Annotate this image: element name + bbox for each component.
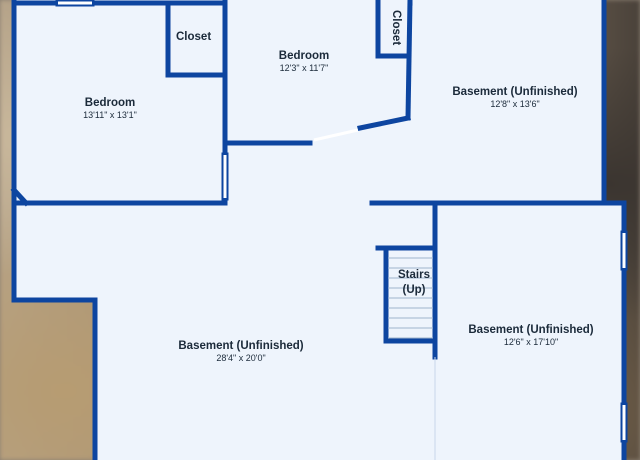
room-name: Bedroom <box>278 50 330 62</box>
room-basement-top-right: Basement (Unfinished) 12'8" x 13'6" <box>452 85 577 110</box>
room-dimensions: 13'11" x 13'1" <box>83 110 137 120</box>
stairs-label-line2: (Up) <box>402 284 426 296</box>
room-basement-bottom-right: Basement (Unfinished) 12'6" x 17'10" <box>468 323 593 348</box>
floor-areas <box>14 0 624 460</box>
walls <box>10 0 627 460</box>
room-bedroom-middle: Bedroom 12'3" x 11'7" <box>279 49 329 74</box>
room-name: Basement (Unfinished) <box>452 86 578 98</box>
closet-top-label: Closet <box>390 10 402 46</box>
room-name: Basement (Unfinished) <box>178 340 304 352</box>
room-basement-main: Basement (Unfinished) 28'4" x 20'0" <box>178 339 303 364</box>
room-dimensions: 12'8" x 13'6" <box>490 99 540 109</box>
stair-treads <box>388 257 433 339</box>
room-bedroom-left: Bedroom 13'11" x 13'1" <box>83 96 137 121</box>
room-name: Bedroom <box>84 97 136 109</box>
stairs-label-line1: Stairs <box>398 269 430 281</box>
room-dimensions: 12'6" x 17'10" <box>503 337 559 347</box>
room-dimensions: 12'3" x 11'7" <box>279 63 329 73</box>
windows <box>58 1 626 440</box>
room-dimensions: 28'4" x 20'0" <box>216 353 266 363</box>
closet-left-label: Closet <box>176 31 212 43</box>
window-frames <box>55 0 628 443</box>
room-name: Basement (Unfinished) <box>468 324 594 336</box>
stairs-label: Stairs (Up) <box>389 268 439 298</box>
